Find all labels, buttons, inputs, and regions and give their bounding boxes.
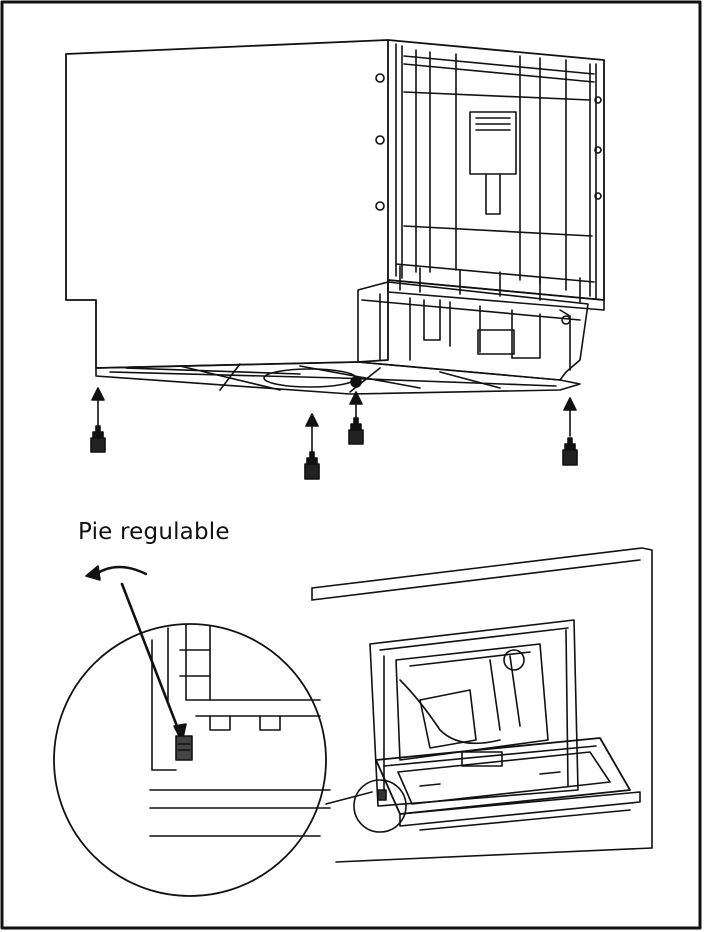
foot-icon <box>304 451 320 480</box>
zoom-circle <box>53 623 331 897</box>
dishwasher-body <box>65 39 605 395</box>
adjustable-feet <box>90 387 578 480</box>
arrow-up-icon <box>349 391 363 405</box>
rotate-arrow-icon <box>85 565 187 743</box>
foot-icon <box>562 437 578 466</box>
arrow-up-icon <box>563 397 577 411</box>
cabinet <box>311 547 653 863</box>
foot-icon <box>90 425 106 453</box>
zoom-connector <box>325 791 373 805</box>
arrow-up-icon <box>305 413 319 427</box>
foot-icon <box>348 417 364 445</box>
adjustable-foot-label: Pie regulable <box>78 519 230 545</box>
arrow-up-icon <box>91 387 105 401</box>
